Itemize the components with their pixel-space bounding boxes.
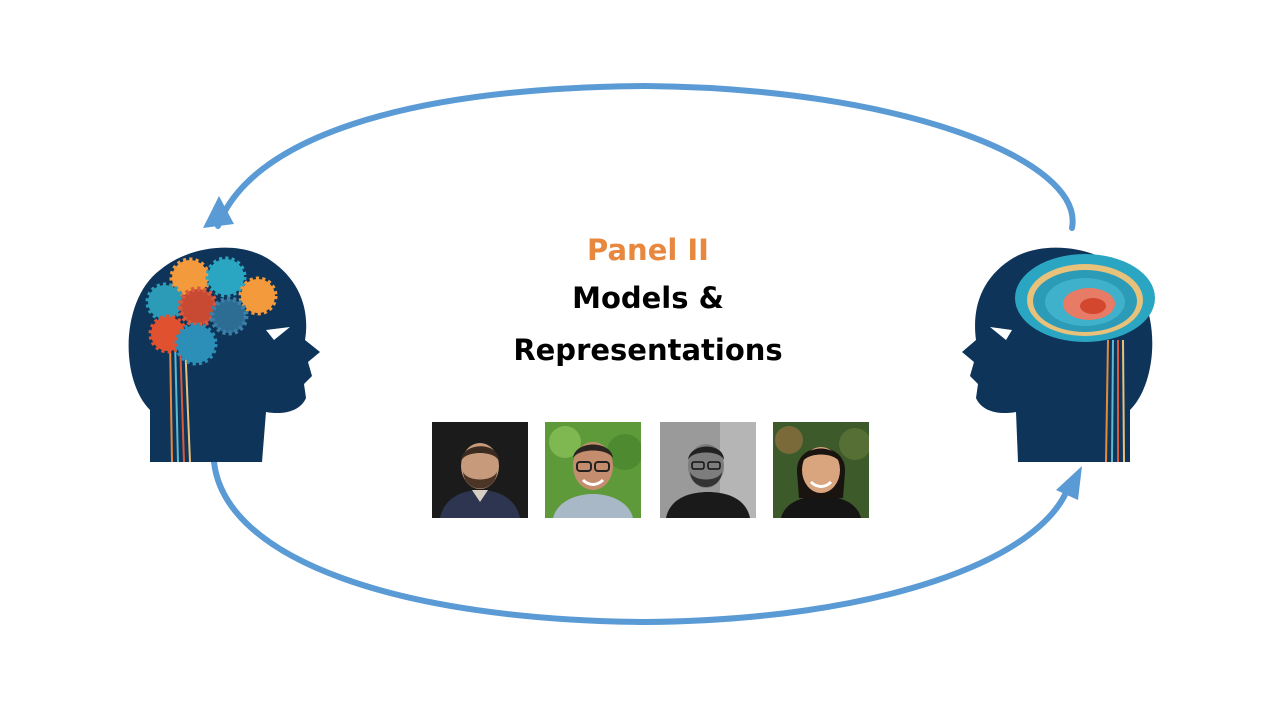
panel-title-block: Panel II Models & Representations <box>450 228 846 376</box>
panelist-photo-3 <box>660 422 756 518</box>
head-with-gears-icon <box>128 247 320 463</box>
panelist-photo-2 <box>545 422 641 518</box>
panel-label: Panel II <box>587 233 709 267</box>
panel-title-line1: Models & <box>572 281 724 315</box>
panelist-photos <box>432 422 872 518</box>
panel-title-line2: Representations <box>513 333 783 367</box>
bottom-arrow <box>211 459 1071 626</box>
top-arrowhead <box>203 196 234 228</box>
head-with-brain-icon <box>962 247 1155 463</box>
top-arrow <box>215 82 1076 231</box>
panelist-photo-4 <box>773 422 869 518</box>
panelist-photo-1 <box>432 422 528 518</box>
bottom-arrowhead <box>1056 466 1082 500</box>
